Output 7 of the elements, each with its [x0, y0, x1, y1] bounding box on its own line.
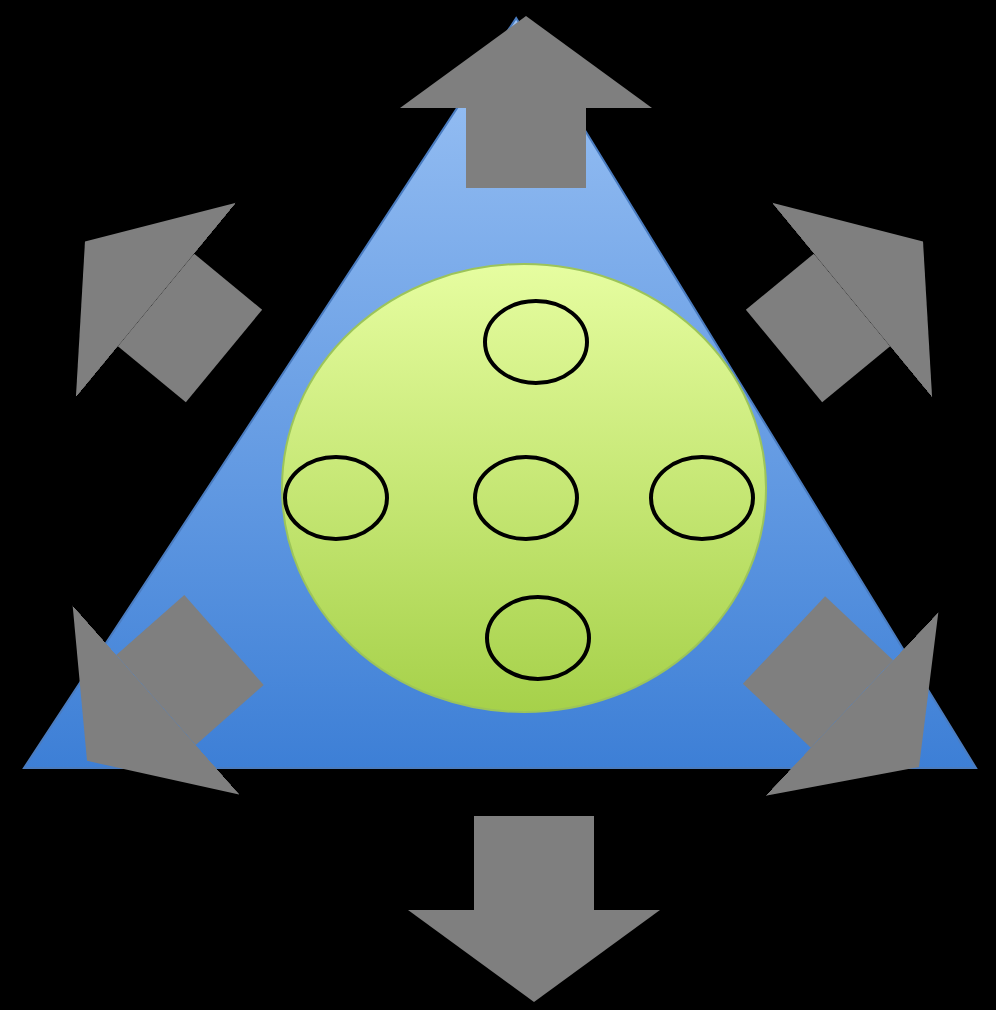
- triangle-shape: [24, 16, 976, 768]
- ellipse-shape: [648, 454, 756, 542]
- circle-shape: [280, 262, 768, 714]
- ellipse-shape: [472, 454, 580, 542]
- ellipse-shape: [282, 454, 390, 542]
- ellipse-shape: [482, 298, 590, 386]
- ellipse-shape: [484, 594, 592, 682]
